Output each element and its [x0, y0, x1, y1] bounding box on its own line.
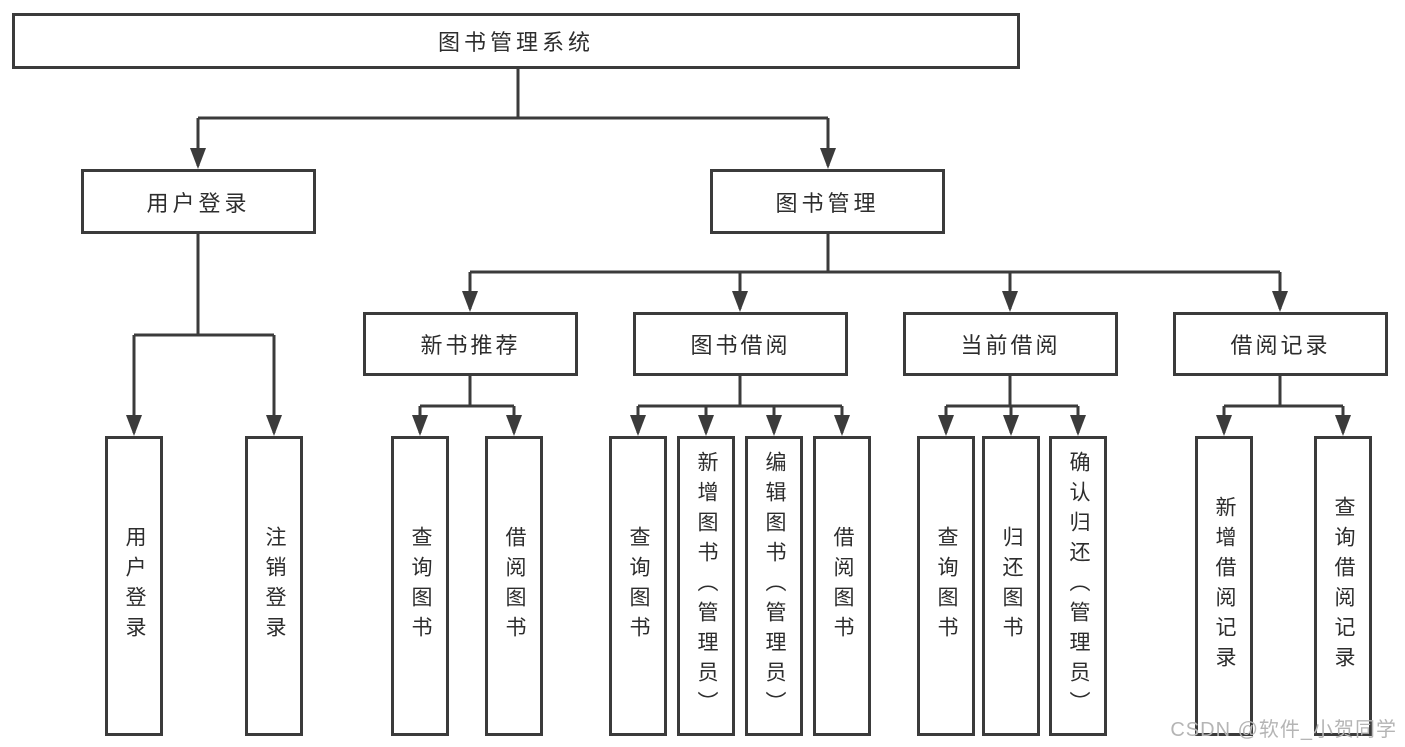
connector-line [196, 69, 830, 166]
connector-borrow-records-to-leaves [1216, 376, 1351, 436]
arrow-down-icon [506, 415, 522, 436]
leaf-borrow-books: 借阅图书 [813, 436, 871, 736]
connector-book-borrow-to-leaves [630, 376, 850, 436]
leaf-label: 归还图书 [1000, 526, 1023, 646]
leaf-label: 确认归还（管理员） [1067, 451, 1090, 721]
leaf-query-borrow-record: 查询借阅记录 [1314, 436, 1372, 736]
arrow-down-icon [1003, 415, 1019, 436]
arrow-down-icon [1272, 291, 1288, 312]
leaf-label: 用户登录 [123, 526, 146, 646]
leaf-user-login: 用户登录 [105, 436, 163, 736]
arrow-down-icon [938, 415, 954, 436]
leaf-label: 查询图书 [935, 526, 958, 646]
leaf-borrow-books: 借阅图书 [485, 436, 543, 736]
leaf-label: 注销登录 [263, 526, 286, 646]
leaf-label: 新增借阅记录 [1213, 496, 1236, 676]
connector-root-to-level2 [190, 69, 836, 169]
node-book-management: 图书管理 [710, 169, 945, 234]
arrow-down-icon [266, 415, 282, 436]
leaf-query-books: 查询图书 [917, 436, 975, 736]
connector-line [418, 376, 516, 433]
arrow-down-icon [126, 415, 142, 436]
leaf-add-book-admin: 新增图书（管理员） [677, 436, 735, 736]
leaf-label: 借阅图书 [503, 526, 526, 646]
arrow-down-icon [190, 148, 206, 169]
connector-user-login-to-leaves [126, 234, 282, 436]
leaf-add-borrow-record: 新增借阅记录 [1195, 436, 1253, 736]
leaf-label: 借阅图书 [831, 526, 854, 646]
arrow-down-icon [820, 148, 836, 169]
arrow-down-icon [732, 291, 748, 312]
leaf-label: 新增图书（管理员） [695, 451, 718, 721]
arrow-down-icon [1070, 415, 1086, 436]
connector-line [132, 234, 276, 433]
leaf-return-book: 归还图书 [982, 436, 1040, 736]
connector-new-book-recommend-to-leaves [412, 376, 522, 436]
leaf-edit-book-admin: 编辑图书（管理员） [745, 436, 803, 736]
arrow-down-icon [1335, 415, 1351, 436]
arrow-down-icon [766, 415, 782, 436]
leaf-label: 编辑图书（管理员） [763, 451, 786, 721]
connector-line [636, 376, 844, 433]
connector-line [1222, 376, 1345, 433]
connector-current-borrow-to-leaves [938, 376, 1086, 436]
leaf-query-books: 查询图书 [391, 436, 449, 736]
arrow-down-icon [834, 415, 850, 436]
node-user-login: 用户登录 [81, 169, 316, 234]
arrow-down-icon [630, 415, 646, 436]
arrow-down-icon [462, 291, 478, 312]
leaf-label: 查询图书 [409, 526, 432, 646]
leaf-label: 查询图书 [627, 526, 650, 646]
node-new-book-recommend: 新书推荐 [363, 312, 578, 376]
node-current-borrow: 当前借阅 [903, 312, 1118, 376]
connector-line [944, 376, 1080, 433]
arrow-down-icon [1216, 415, 1232, 436]
leaf-confirm-return-admin: 确认归还（管理员） [1049, 436, 1107, 736]
arrow-down-icon [1002, 291, 1018, 312]
node-book-borrow: 图书借阅 [633, 312, 848, 376]
arrow-down-icon [412, 415, 428, 436]
connector-line [468, 234, 1282, 309]
leaf-query-books: 查询图书 [609, 436, 667, 736]
node-root-system: 图书管理系统 [12, 13, 1020, 69]
leaf-label: 查询借阅记录 [1332, 496, 1355, 676]
csdn-watermark: CSDN @软件_小贺同学 [1170, 719, 1397, 741]
node-borrow-records: 借阅记录 [1173, 312, 1388, 376]
connector-book-management-to-sections [462, 234, 1288, 312]
arrow-down-icon [698, 415, 714, 436]
leaf-logout: 注销登录 [245, 436, 303, 736]
